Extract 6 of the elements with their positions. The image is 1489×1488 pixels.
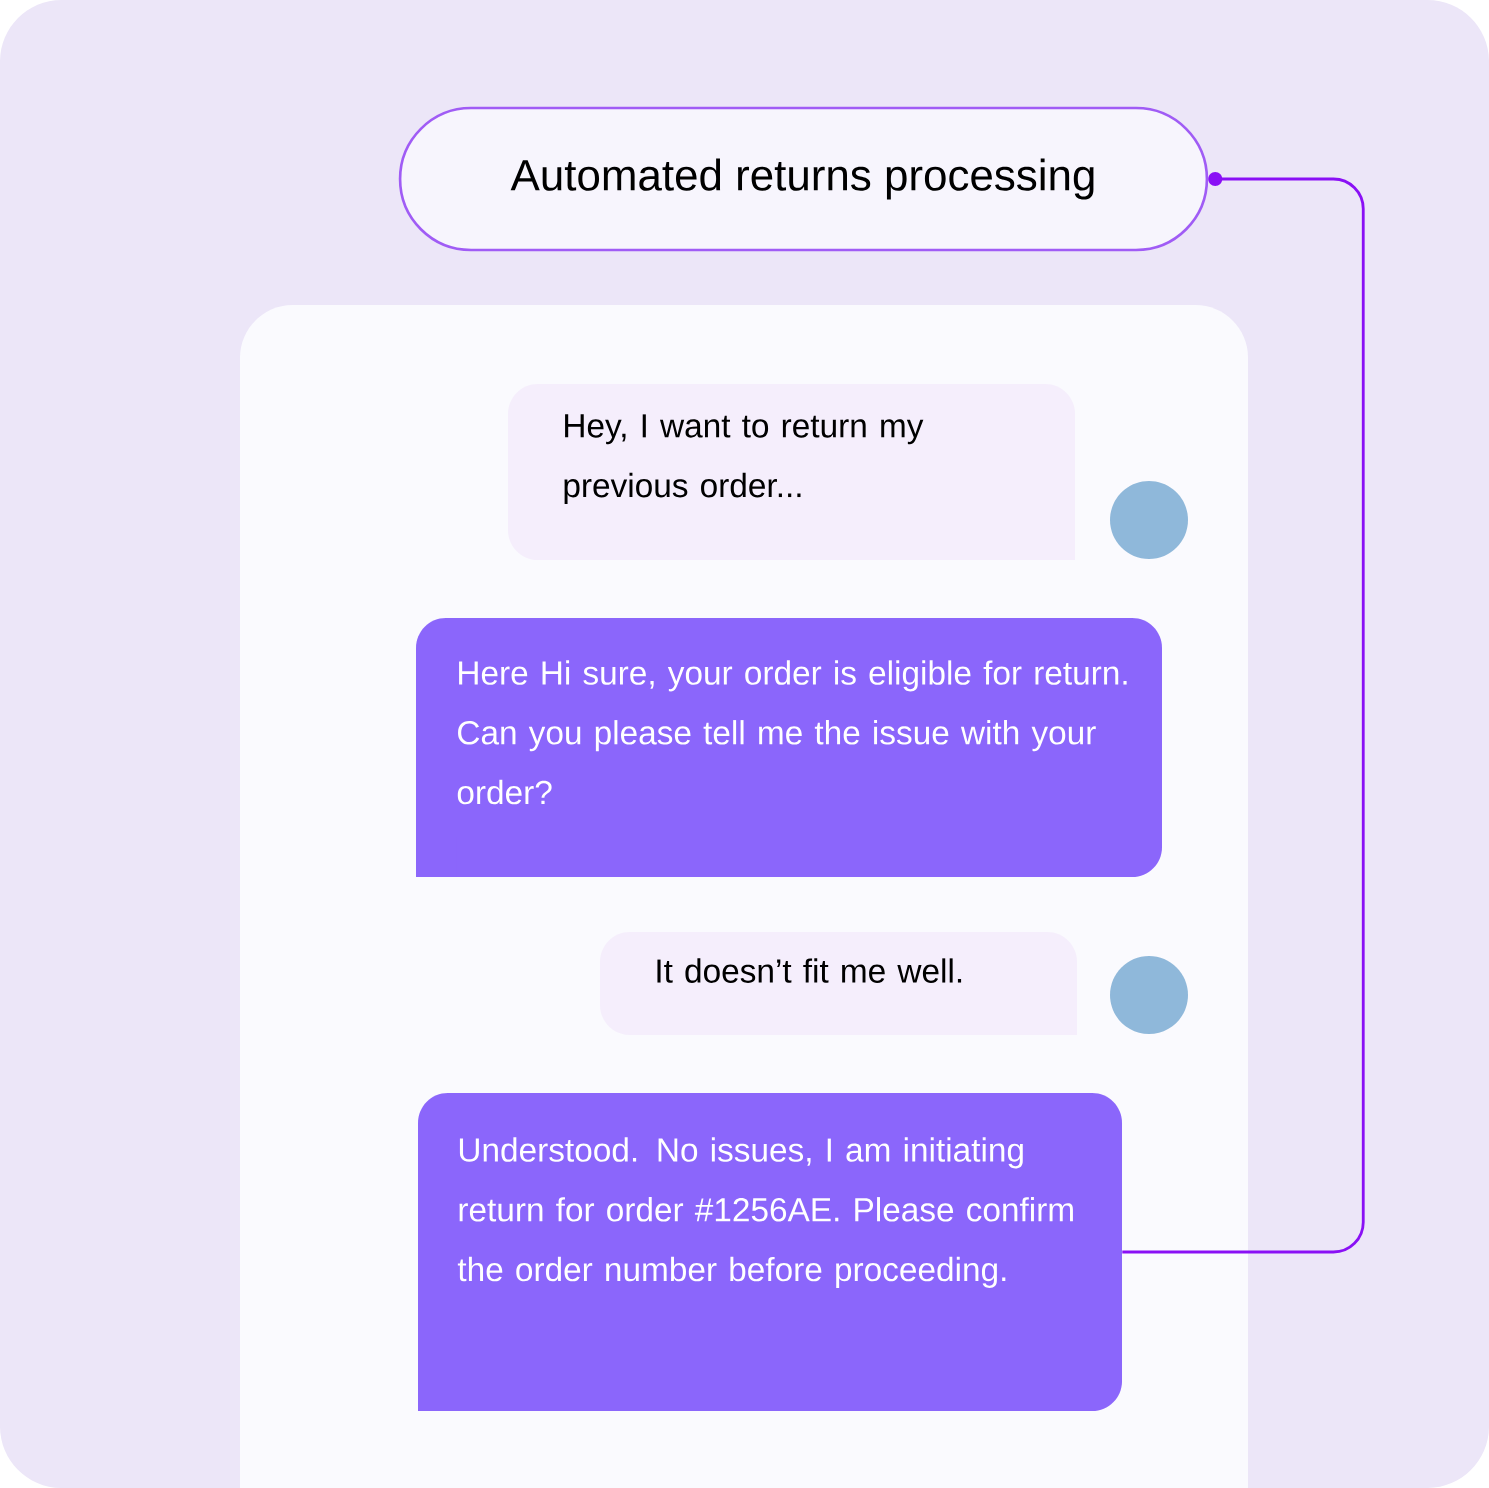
user-message-bubble: Hey, I want to return my previous order... <box>508 384 1075 560</box>
bot-message-bubble: Here Hi sure, your order is eligible for return. Can you please tell me the issue with your order? <box>416 618 1162 877</box>
bot-message-bubble: Understood. No issues, I am initiating return for order #1256AE. Please confirm the order number before proceeding. <box>418 1093 1122 1411</box>
connector-line <box>1122 172 1365 1254</box>
user-message-bubble: It doesn’t fit me well. <box>600 932 1077 1035</box>
title-pill: Automated returns processing <box>398 106 1209 252</box>
